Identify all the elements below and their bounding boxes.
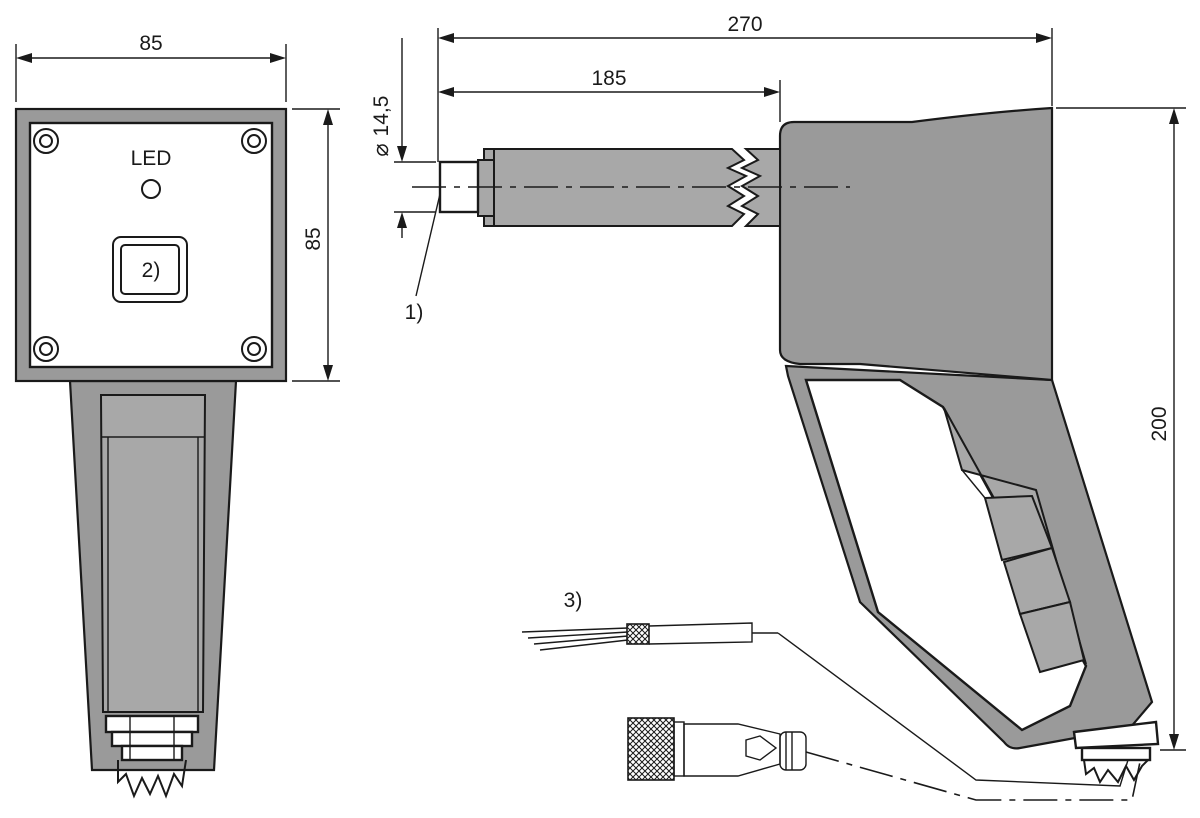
diameter-value: 14,5	[370, 96, 393, 137]
front-height-value: 85	[302, 227, 325, 250]
front-view: LED 2) 85 85	[14, 32, 340, 799]
diameter-label: ⌀ 14,5	[368, 96, 393, 157]
corner-screw-icon	[241, 336, 267, 362]
corner-screw-icon	[33, 336, 59, 362]
callout-1-label: 1)	[405, 301, 424, 324]
diameter-symbol: ⌀	[368, 143, 393, 156]
corner-screw-icon	[241, 128, 267, 154]
button-icon	[112, 236, 188, 303]
diameter-dimension	[394, 38, 436, 238]
connector-plug	[627, 717, 807, 781]
cable-route-leader	[777, 632, 1129, 787]
side-height-dimension	[1056, 107, 1186, 751]
side-grip-inner	[804, 378, 1088, 732]
led-label: LED	[131, 147, 172, 170]
cable-with-wires	[521, 622, 778, 651]
callout-2-label: 2)	[142, 259, 161, 282]
side-housing	[778, 106, 1054, 382]
side-view: 270 185 200 ⌀ 14,5	[368, 13, 1186, 801]
side-cable-gland	[1072, 720, 1160, 785]
front-width-dimension	[15, 44, 287, 102]
front-width-value: 85	[139, 32, 162, 55]
total-length-dimension	[437, 28, 1053, 162]
connector-route-leader	[805, 751, 1141, 801]
callout-3-label: 3)	[564, 589, 583, 612]
rod-length-value: 185	[591, 67, 626, 90]
corner-screw-icon	[33, 128, 59, 154]
total-length-value: 270	[727, 13, 762, 36]
led-indicator-icon	[141, 179, 161, 199]
side-height-value: 200	[1148, 406, 1171, 441]
front-cable-gland	[104, 714, 200, 799]
rod-length-dimension	[438, 80, 781, 122]
front-height-dimension	[292, 108, 340, 382]
front-handle-inner-panel	[99, 394, 207, 713]
callout-1-leader	[415, 193, 441, 297]
